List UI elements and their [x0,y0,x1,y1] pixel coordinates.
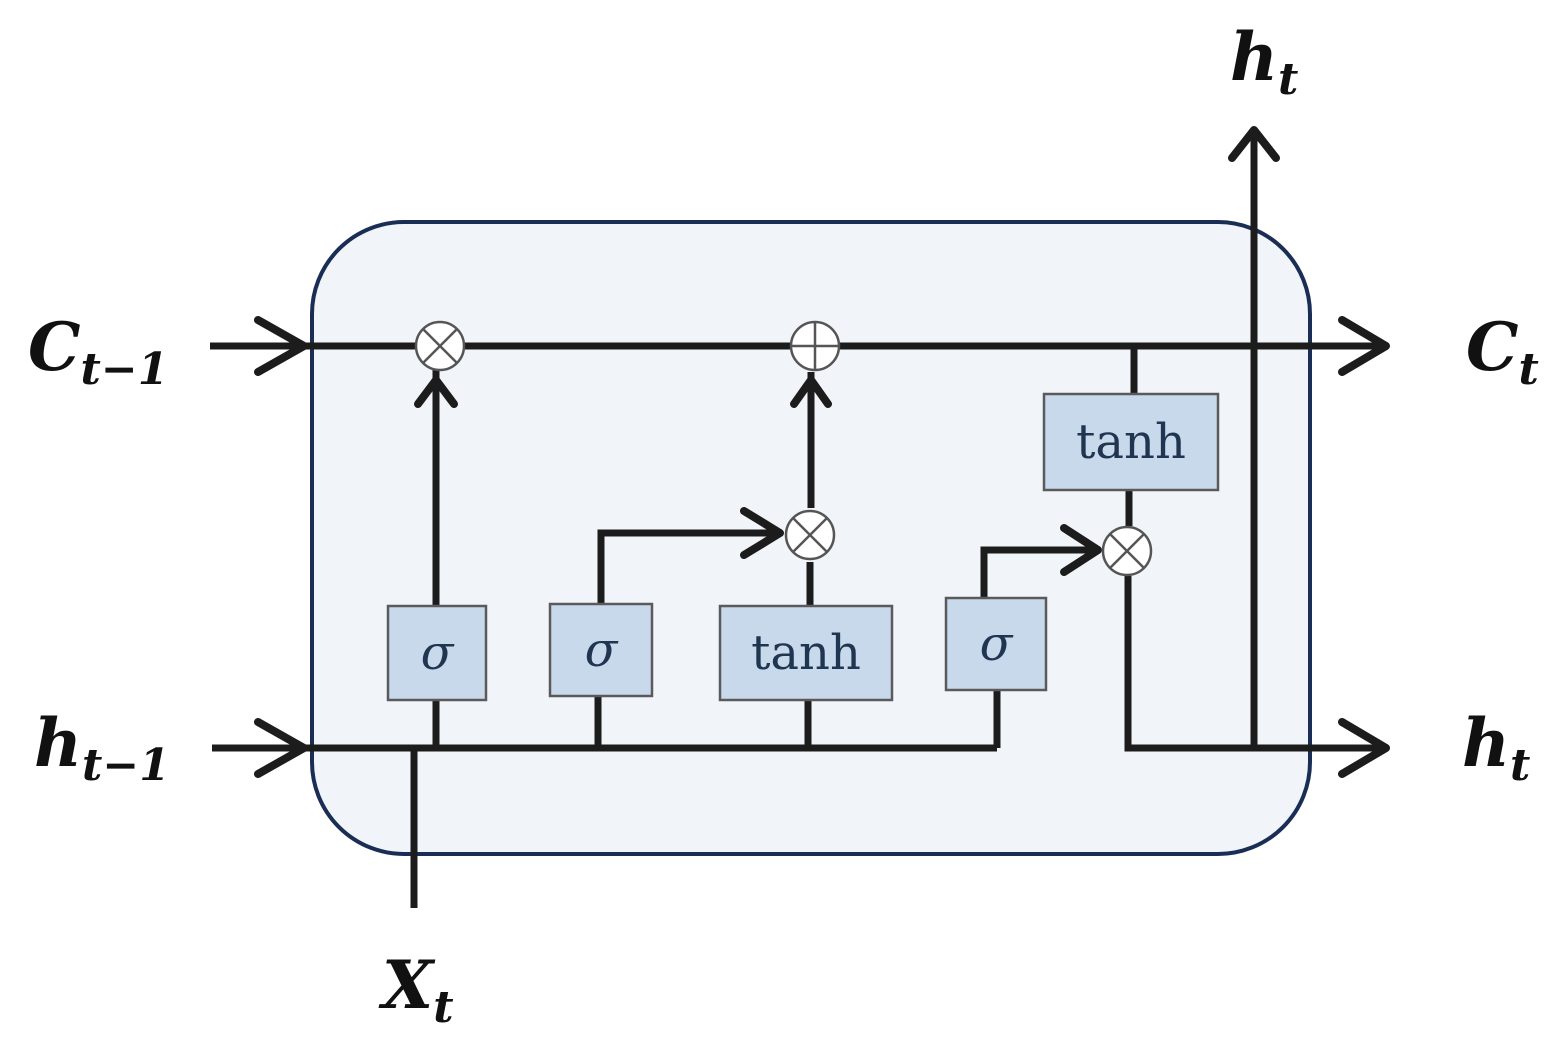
svg-text:σ: σ [421,625,455,681]
svg-text:tanh: tanh [1076,414,1186,470]
svg-text:σ: σ [585,622,619,678]
svg-text:σ: σ [980,616,1014,672]
forget-multiply-op [414,320,466,372]
cell-add-op [789,320,841,372]
input-gate-arrowhead [740,507,784,559]
forget-gate: σ [386,604,488,702]
c-next-label: Ct [1466,308,1539,395]
candidate-gate: tanh [718,604,894,702]
h-top-label: ht [1230,18,1298,105]
h-prev-arrowhead [254,718,308,778]
c-prev-label: Ct−1 [28,308,168,395]
input-gate: σ [548,602,654,698]
output-gate-output [980,546,1100,598]
h-up-arrowhead [1228,126,1280,162]
hidden-output-line [1124,576,1380,752]
h-prev-label: ht−1 [34,704,170,791]
x-input-label: Xt [378,946,454,1033]
cell-tanh-gate: tanh [1042,392,1220,492]
input-gate-output [597,529,782,604]
output-gate: σ [944,596,1048,692]
c-next-arrowhead [1338,316,1390,376]
forget-gate-arrowhead [414,376,458,408]
update-arrowhead [790,376,832,408]
svg-text:tanh: tanh [751,625,861,681]
h-next-label: ht [1462,704,1530,791]
h-next-arrowhead [1338,718,1390,778]
output-multiply-op [1101,525,1153,577]
input-multiply-op [784,509,836,561]
c-prev-arrowhead [254,316,308,376]
output-gate-arrowhead [1060,524,1102,576]
